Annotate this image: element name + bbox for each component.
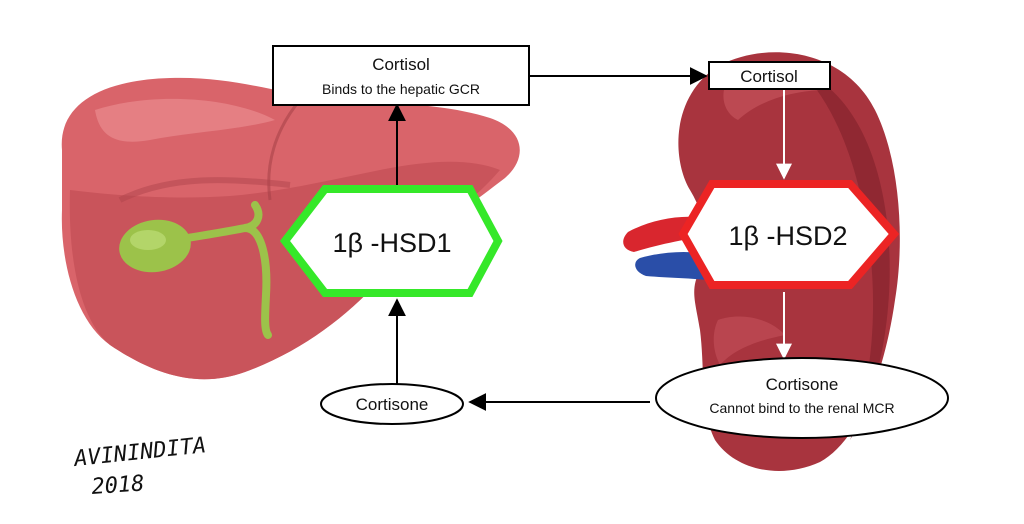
signature-line2: 2018 <box>91 471 146 500</box>
liver-cortisol-title: Cortisol <box>372 55 430 74</box>
hsd2-enzyme-hexagon: 1β -HSD2 <box>678 180 900 289</box>
hsd1-hexagon-shape <box>279 185 503 297</box>
hsd1-enzyme-hexagon: 1β -HSD1 <box>279 185 503 297</box>
gallbladder-highlight <box>130 230 166 250</box>
liver-cortisone-title: Cortisone <box>356 395 429 414</box>
artist-signature: AVININDITA 2018 <box>71 433 207 500</box>
kidney-cortisone-ellipse: Cortisone Cannot bind to the renal MCR <box>655 357 949 439</box>
hsd1-label: 1β -HSD1 <box>332 228 451 258</box>
kidney-lower-highlight <box>713 316 785 365</box>
kidney-cortisone-title: Cortisone <box>766 375 839 394</box>
liver-cortisone-ellipse: Cortisone <box>320 383 464 425</box>
liver-cortisol-subtitle: Binds to the hepatic GCR <box>322 81 480 97</box>
kidney-cortisol-box: Cortisol <box>708 61 831 90</box>
signature-line1: AVININDITA <box>71 433 207 472</box>
liver-lobe-line <box>267 99 302 201</box>
hsd2-hexagon-shape <box>678 180 900 289</box>
kidney-cortisone-subtitle: Cannot bind to the renal MCR <box>709 400 894 416</box>
bile-duct <box>171 201 272 339</box>
kidney-cortisol-title: Cortisol <box>740 67 798 86</box>
hsd2-label: 1β -HSD2 <box>728 221 847 251</box>
liver-cortisol-box: Cortisol Binds to the hepatic GCR <box>272 45 530 106</box>
liver-highlight <box>95 98 275 142</box>
liver-ridge <box>118 177 291 203</box>
kidney-shadow <box>800 70 890 440</box>
connectors <box>388 67 792 411</box>
